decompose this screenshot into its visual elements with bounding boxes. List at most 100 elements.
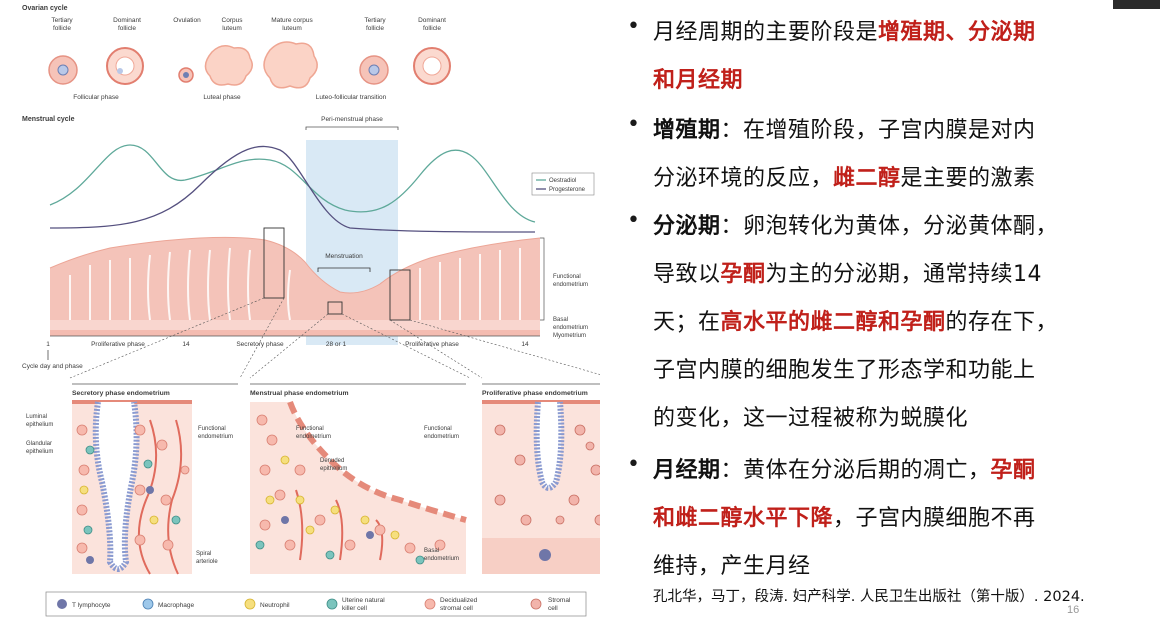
bullet-icon: • — [627, 208, 640, 233]
figure-svg: Ovarian cycle Tertiary follicle Dominant… — [22, 5, 600, 617]
transition-label: Luteo-follicular transition — [316, 94, 387, 101]
secretory-zoom-box — [263, 227, 285, 299]
bullet3-line4: 子宫内膜的细胞发生了形态学和功能上 — [653, 358, 1036, 383]
uterine-nk-icon — [326, 598, 338, 610]
menstrual-cycle-figure: Ovarian cycle Tertiary follicle Dominant… — [22, 5, 600, 617]
zoom-connector-lines — [69, 297, 600, 379]
cycle-day-label: Cycle day and phase — [22, 363, 83, 370]
bullet4-line2: 和雌二醇水平下降，子宫内膜细胞不再 — [653, 506, 1036, 531]
cell-legend-label: Stromal — [548, 597, 571, 604]
axis-proliferative: Proliferative phase — [91, 341, 145, 348]
stromal-cell-icon — [530, 598, 542, 610]
axis-secretory: Secretory phase — [236, 341, 284, 348]
menstrual-functional-label: Functional — [296, 426, 324, 432]
follicle-label: luteum — [222, 25, 242, 32]
luminal-label: Luminal — [26, 414, 47, 420]
bullet-icon: • — [627, 112, 640, 137]
follicle-label: luteum — [282, 25, 302, 32]
follicle-drawings — [48, 41, 451, 89]
cell-legend-label: killer cell — [342, 605, 367, 612]
follicle-label: follicle — [118, 25, 136, 32]
cell-legend-label: Uterine natural — [342, 597, 385, 604]
proliferative-panel-drawing — [482, 400, 600, 574]
follicle-label: Ovulation — [173, 17, 201, 24]
legend-oestradiol: Oestradiol — [549, 178, 576, 184]
follicle-label: Dominant — [418, 17, 446, 24]
glandular-label: Glandular — [26, 441, 52, 447]
decidualized-stromal-icon — [424, 598, 436, 610]
denuded-label: Denuded — [320, 458, 344, 464]
proliferative-zoom-box — [389, 269, 411, 321]
bullet2-line2: 分泌环境的反应，雌二醇是主要的激素 — [653, 166, 1036, 191]
bullet4-line3: 维持，产生月经 — [653, 554, 811, 579]
hormone-legend: Oestradiol Progesterone — [531, 172, 595, 196]
basal-layer-label: endometrium — [553, 325, 588, 331]
window-corner — [1113, 0, 1160, 9]
follicle-label: Tertiary — [364, 17, 386, 24]
axis-day1: 1 — [46, 341, 50, 348]
luminal-label: epithelium — [26, 422, 53, 428]
bullet-icon: • — [627, 452, 640, 477]
bullet4-line1: 月经期：黄体在分泌后期的凋亡，孕酮 — [653, 458, 1036, 483]
bullet2-line1: 增殖期：在增殖阶段，子宫内膜是对内 — [653, 118, 1036, 143]
bullet3-line1: 分泌期：卵泡转化为黄体，分泌黄体酮， — [653, 214, 1059, 239]
axis-day14: 14 — [182, 341, 190, 348]
denuded-label: epithelium — [320, 466, 347, 472]
oestradiol-curve — [49, 144, 536, 223]
menstrual-functional-label: endometrium — [296, 434, 331, 440]
follicle-label: Corpus — [222, 17, 244, 24]
spiral-label: arteriole — [196, 559, 218, 565]
functional-layer-label: endometrium — [553, 282, 588, 288]
follicle-label: follicle — [423, 25, 441, 32]
follicle-label: Dominant — [113, 17, 141, 24]
legend-progesterone: Progesterone — [549, 187, 586, 193]
bullet3-line5: 的变化，这一过程被称为蜕膜化 — [653, 406, 969, 431]
bullet1-line1: 月经周期的主要阶段是增殖期、分泌期 — [653, 20, 1036, 45]
axis-day14b: 14 — [521, 341, 529, 348]
bullet-icon: • — [627, 14, 640, 39]
basal-layer-label: Basal — [553, 317, 568, 323]
menstrual-panel-title: Menstrual phase endometrium — [250, 390, 349, 397]
gland-lines — [69, 247, 521, 321]
peri-menstrual-label: Peri-menstrual phase — [321, 116, 383, 123]
menstrual-zoom-box — [327, 301, 343, 315]
endometrium-band — [49, 236, 541, 337]
proliferative-functional-label: endometrium — [424, 434, 459, 440]
glandular-label: epithelium — [26, 449, 53, 455]
follicle-label: follicle — [53, 25, 71, 32]
myometrium-label: Myometrium — [553, 333, 586, 339]
neutrophil-icon — [244, 598, 256, 610]
follicle-label: follicle — [366, 25, 384, 32]
cell-legend-label: stromal cell — [440, 605, 473, 612]
luteal-phase-label: Luteal phase — [203, 94, 241, 101]
follicle-labels: Tertiary follicle Dominant follicle Ovul… — [51, 17, 446, 32]
bullet3-line3: 天；在高水平的雌二醇和孕酮的存在下， — [653, 310, 1059, 335]
cell-legend-label: cell — [548, 605, 558, 612]
basal-label: endometrium — [424, 556, 459, 562]
proliferative-functional-label: Functional — [424, 426, 452, 432]
functional-label: endometrium — [198, 434, 233, 440]
follicle-label: Mature corpus — [271, 17, 313, 24]
macrophage-icon — [142, 598, 154, 610]
follicle-label: Tertiary — [51, 17, 73, 24]
axis-day28: 28 or 1 — [326, 341, 347, 348]
page-number: 16 — [1067, 604, 1080, 616]
secretory-panel-drawing — [72, 400, 192, 575]
proliferative-panel-title: Proliferative phase endometrium — [482, 390, 588, 397]
cell-legend-label: Neutrophil — [260, 602, 290, 609]
progesterone-curve — [49, 145, 536, 233]
cell-legend: T lymphocyte Macrophage Neutrophil Uteri… — [45, 591, 587, 617]
basal-label: Basal — [424, 548, 439, 554]
functional-label: Functional — [198, 426, 226, 432]
bullet3-line2: 导致以孕酮为主的分泌期，通常持续14 — [653, 262, 1043, 287]
citation: 孔北华，马丁，段涛. 妇产科学. 人民卫生出版社（第十版）. 2024. — [653, 589, 1085, 605]
axis-proliferative-2: Proliferative phase — [405, 341, 459, 348]
menstruation-label: Menstruation — [325, 253, 363, 260]
bullet1-line2: 和月经期 — [653, 68, 744, 93]
menstrual-cycle-title: Menstrual cycle — [22, 116, 75, 123]
functional-layer-label: Functional — [553, 274, 581, 280]
cell-legend-label: Decidualized — [440, 597, 478, 604]
follicular-phase-label: Follicular phase — [73, 94, 119, 101]
secretory-panel-title: Secretory phase endometrium — [72, 390, 170, 397]
